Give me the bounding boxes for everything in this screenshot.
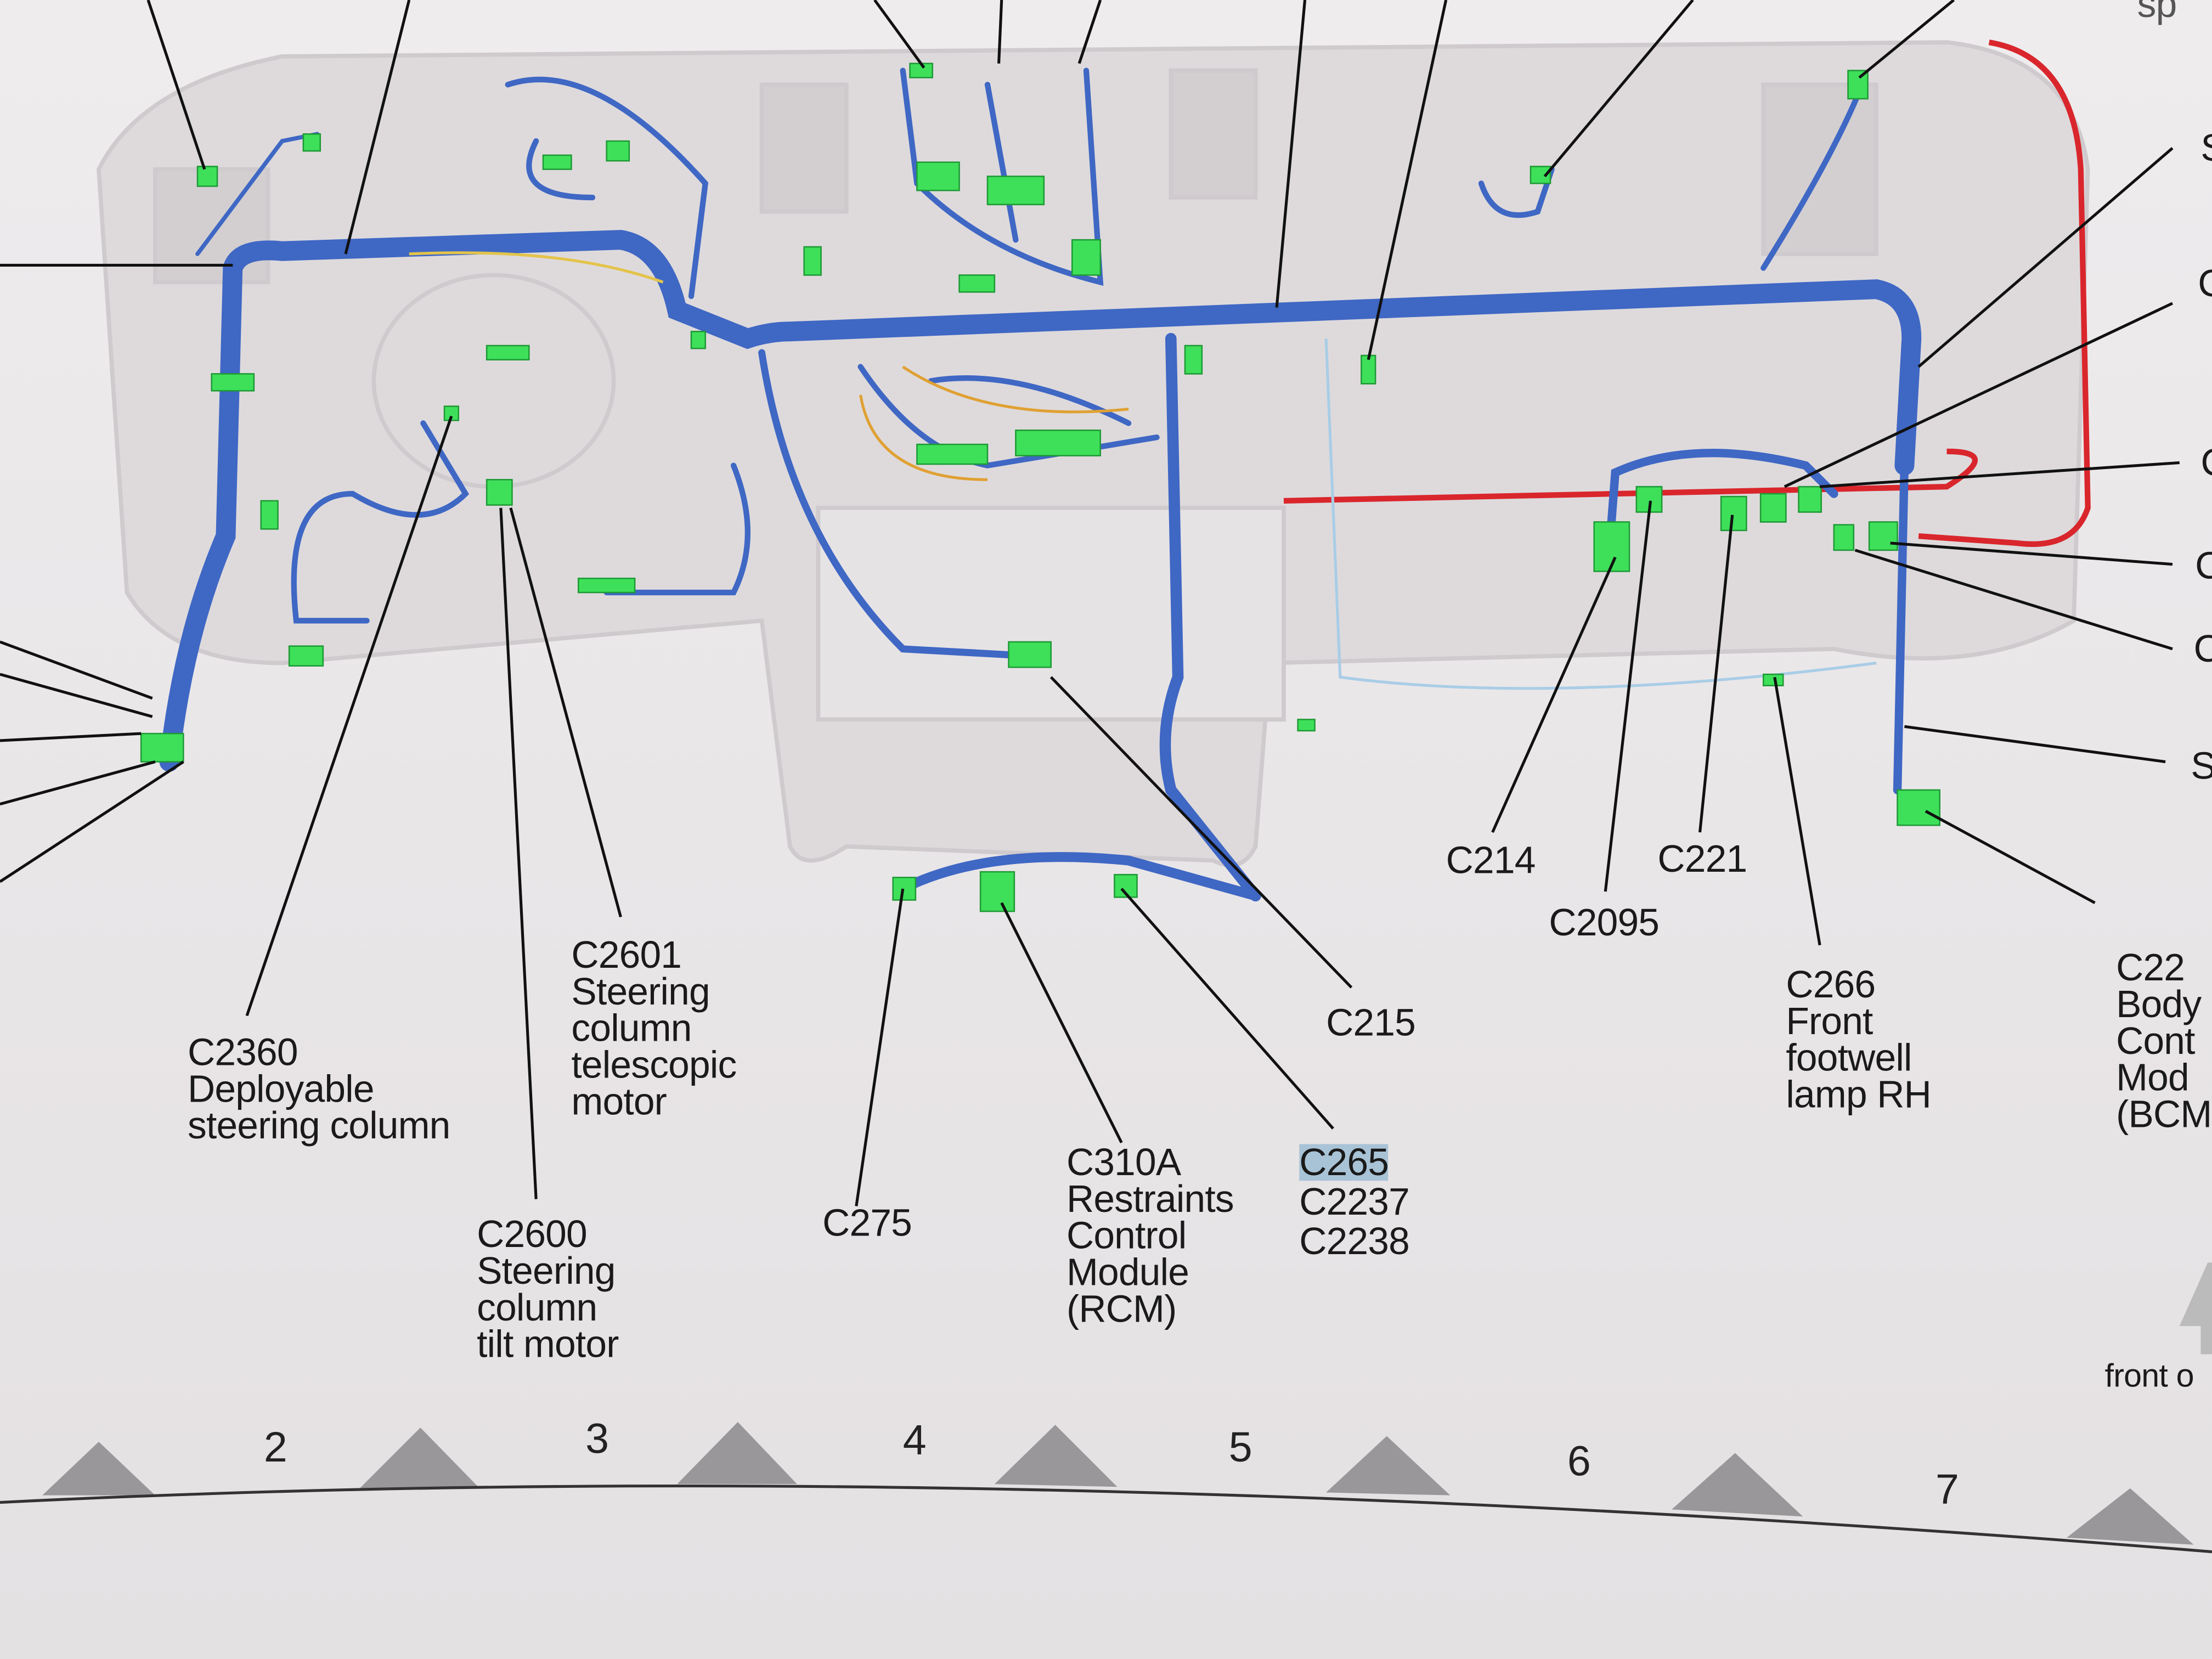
label-c22-bcm[interactable]: C22 Body Cont Mod (BCM	[2116, 946, 2212, 1136]
label-c266[interactable]: C266 Front footwell lamp RH	[1786, 963, 1932, 1116]
label-c2601[interactable]: C2601 Steering column telescopic motor	[571, 934, 737, 1123]
label-front: front o	[2104, 1357, 2194, 1394]
zone-7: 7	[1935, 1467, 1959, 1514]
title-fragment: sp	[2137, 0, 2177, 26]
power-wire	[1283, 40, 2091, 547]
label-right-s2[interactable]: S	[2191, 747, 2212, 785]
label-c221[interactable]: C221	[1657, 838, 1747, 881]
zone-2: 2	[263, 1425, 287, 1471]
label-right-c4[interactable]: C	[2194, 630, 2212, 668]
label-right-s1[interactable]: S	[2200, 129, 2212, 167]
zone-6: 6	[1567, 1438, 1591, 1486]
label-c215[interactable]: C215	[1326, 1001, 1416, 1044]
leader-lines	[0, 0, 2180, 1206]
label-right-c1[interactable]: C	[2198, 264, 2212, 302]
label-c2095[interactable]: C2095	[1549, 901, 1660, 944]
label-c2600[interactable]: C2600 Steering column tilt motor	[477, 1213, 619, 1366]
label-c265[interactable]: C265	[1299, 1141, 1389, 1184]
label-c214[interactable]: C214	[1446, 839, 1536, 882]
label-right-c3[interactable]: C	[2195, 546, 2212, 584]
zone-4: 4	[902, 1418, 927, 1465]
label-c2360[interactable]: C2360 Deployable steering column	[187, 1031, 450, 1147]
label-c310a[interactable]: C310A Restraints Control Module (RCM)	[1066, 1141, 1234, 1330]
zone-ruler	[42, 1421, 2194, 1545]
front-arrow-icon	[2179, 1262, 2212, 1355]
zone-5: 5	[1228, 1425, 1252, 1471]
connectors	[140, 63, 1940, 912]
zone-3: 3	[585, 1416, 610, 1463]
label-right-c2[interactable]: C	[2200, 444, 2212, 482]
label-c275[interactable]: C275	[822, 1201, 912, 1244]
label-c2238[interactable]: C2238	[1299, 1220, 1410, 1263]
label-c2237[interactable]: C2237	[1299, 1181, 1410, 1223]
